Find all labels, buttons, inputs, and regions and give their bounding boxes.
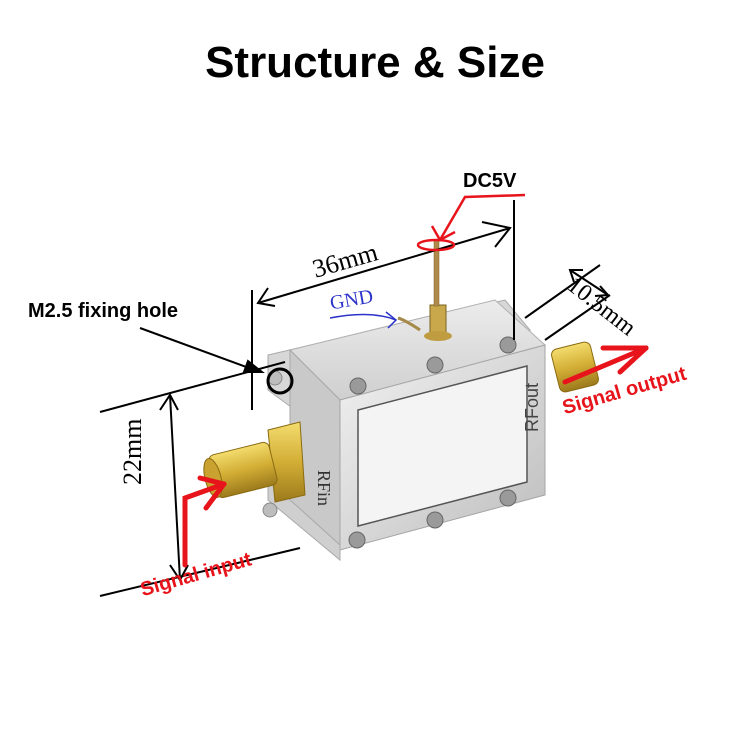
rf-out-connector xyxy=(551,341,599,393)
amplifier-housing xyxy=(262,299,547,562)
gnd-annotation xyxy=(329,311,398,329)
dc5v-annotation xyxy=(416,193,526,252)
dimension-lines xyxy=(99,200,611,597)
signal-input-arrow xyxy=(182,475,227,568)
rf-in-connector xyxy=(203,421,306,503)
fixing-hole-label: M2.5 fixing hole xyxy=(28,300,179,322)
height-dimension-label: 22mm xyxy=(118,418,147,485)
signal-output-arrow xyxy=(562,345,649,385)
page-title: Structure & Size xyxy=(205,38,545,87)
dc5v-label: DC5V xyxy=(463,170,517,192)
rf-out-label: RFout xyxy=(522,382,542,432)
rf-in-label: RFin xyxy=(314,470,334,507)
screw-icons xyxy=(348,336,517,549)
